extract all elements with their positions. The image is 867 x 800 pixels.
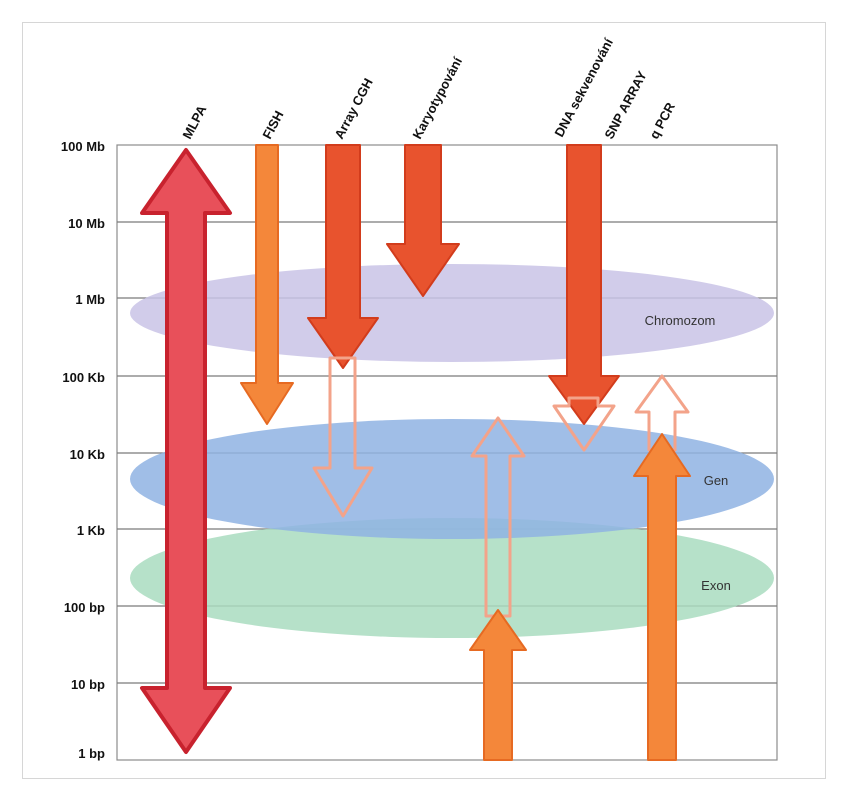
region-label-exon: Exon bbox=[701, 578, 731, 593]
y-label-10mb: 10 Mb bbox=[68, 216, 105, 231]
method-label-fish: FISH bbox=[259, 108, 286, 141]
region-exon bbox=[130, 518, 774, 638]
method-label-karyotypovani: Karyotypování bbox=[409, 54, 465, 141]
y-label-100mb: 100 Mb bbox=[61, 139, 105, 154]
karyotypovani-arrow bbox=[386, 144, 460, 297]
region-gen bbox=[130, 419, 774, 539]
method-label-snp-array: SNP ARRAY bbox=[601, 68, 649, 141]
method-label-array-cgh: Array CGH bbox=[331, 76, 375, 142]
method-labels: MLPA FISH Array CGH Karyotypování DNA se… bbox=[179, 35, 678, 141]
y-label-10bp: 10 bp bbox=[71, 677, 105, 692]
y-axis-labels: 100 Mb 10 Mb 1 Mb 100 Kb 10 Kb 1 Kb 100 … bbox=[61, 139, 105, 761]
method-label-mlpa: MLPA bbox=[179, 102, 209, 141]
array-cgh-outline-arrow bbox=[312, 356, 374, 518]
sequencing-solid-up-arrow bbox=[469, 609, 527, 761]
region-chromozom bbox=[130, 264, 774, 362]
region-label-gen: Gen bbox=[704, 473, 729, 488]
y-label-100kb: 100 Kb bbox=[62, 370, 105, 385]
y-label-100bp: 100 bp bbox=[64, 600, 105, 615]
y-label-1bp: 1 bp bbox=[78, 746, 105, 761]
y-label-1mb: 1 Mb bbox=[75, 292, 105, 307]
y-label-10kb: 10 Kb bbox=[70, 447, 105, 462]
dna-sekvenovani-outline-arrow bbox=[552, 396, 616, 452]
mlpa-double-arrow bbox=[140, 148, 232, 754]
qpcr-solid-up-arrow bbox=[633, 433, 691, 761]
y-label-1kb: 1 Kb bbox=[77, 523, 105, 538]
method-label-qpcr: q PCR bbox=[646, 99, 678, 141]
region-label-chromozom: Chromozom bbox=[645, 313, 716, 328]
fish-arrow bbox=[240, 144, 294, 425]
array-cgh-arrow bbox=[307, 144, 379, 369]
dna-sekvenovani-arrow bbox=[548, 144, 620, 425]
